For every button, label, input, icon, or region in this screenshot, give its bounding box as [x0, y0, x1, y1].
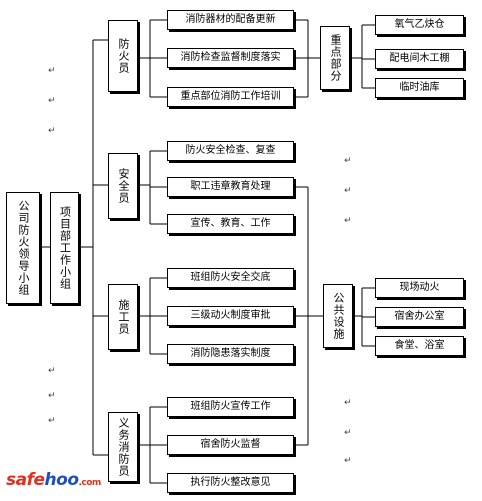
task-box: 宿舍防火监督	[167, 435, 294, 455]
paragraph-mark-icon: ↵	[344, 156, 352, 166]
lead-group-box: 公司防火领导小组	[6, 192, 40, 304]
fire-officer-box: 防火员	[108, 20, 138, 92]
task-box: 宣传、教育、工作	[167, 214, 294, 234]
key-area-item: 氧气乙炔仓	[375, 15, 464, 35]
paragraph-mark-icon: ↵	[48, 126, 56, 136]
paragraph-mark-icon: ↵	[48, 66, 56, 76]
paragraph-mark-icon: ↵	[48, 391, 56, 401]
watermark-logo: safehoo.com	[6, 470, 101, 490]
public-facilities-box: 公共设施	[323, 284, 353, 348]
watermark-part1: safe	[6, 470, 45, 490]
project-group-box: 项目部工作小组	[50, 192, 79, 304]
task-box: 消防器材的配备更新	[167, 10, 294, 30]
task-box: 职工违章教育处理	[167, 177, 294, 197]
task-box: 三级动火制度审批	[167, 306, 294, 326]
paragraph-mark-icon: ↵	[344, 186, 352, 196]
task-box: 执行防火整改意见	[167, 473, 294, 493]
paragraph-mark-icon: ↵	[344, 456, 352, 466]
key-areas-box: 重点部分	[320, 26, 350, 90]
paragraph-mark-icon: ↵	[48, 416, 56, 426]
paragraph-mark-icon: ↵	[344, 398, 352, 408]
paragraph-mark-icon: ↵	[344, 428, 352, 438]
construction-officer-box: 施工员	[108, 284, 138, 350]
paragraph-mark-icon: ↵	[48, 366, 56, 376]
public-facility-item: 现场动火	[375, 278, 464, 298]
watermark-part2: hoo	[44, 470, 79, 490]
task-box: 消防隐患落实制度	[167, 344, 294, 364]
paragraph-mark-icon: ↵	[48, 96, 56, 106]
task-box: 班组防火宣传工作	[167, 397, 294, 417]
safety-officer-box: 安全员	[108, 153, 138, 219]
key-area-item: 临时油库	[375, 78, 464, 98]
public-facility-item: 食堂、浴室	[375, 336, 464, 356]
task-box: 防火安全检查、复查	[167, 141, 294, 161]
volunteer-firefighter-box: 义务消防员	[108, 412, 138, 482]
task-box: 消防检查监督制度落实	[167, 48, 294, 68]
task-box: 重点部位消防工作培训	[167, 87, 294, 107]
paragraph-mark-icon: ↵	[344, 216, 352, 226]
watermark-suffix: .com	[78, 478, 102, 488]
key-area-item: 配电间木工棚	[375, 49, 464, 69]
public-facility-item: 宿舍办公室	[375, 307, 464, 327]
task-box: 班组防火安全交底	[167, 268, 294, 288]
